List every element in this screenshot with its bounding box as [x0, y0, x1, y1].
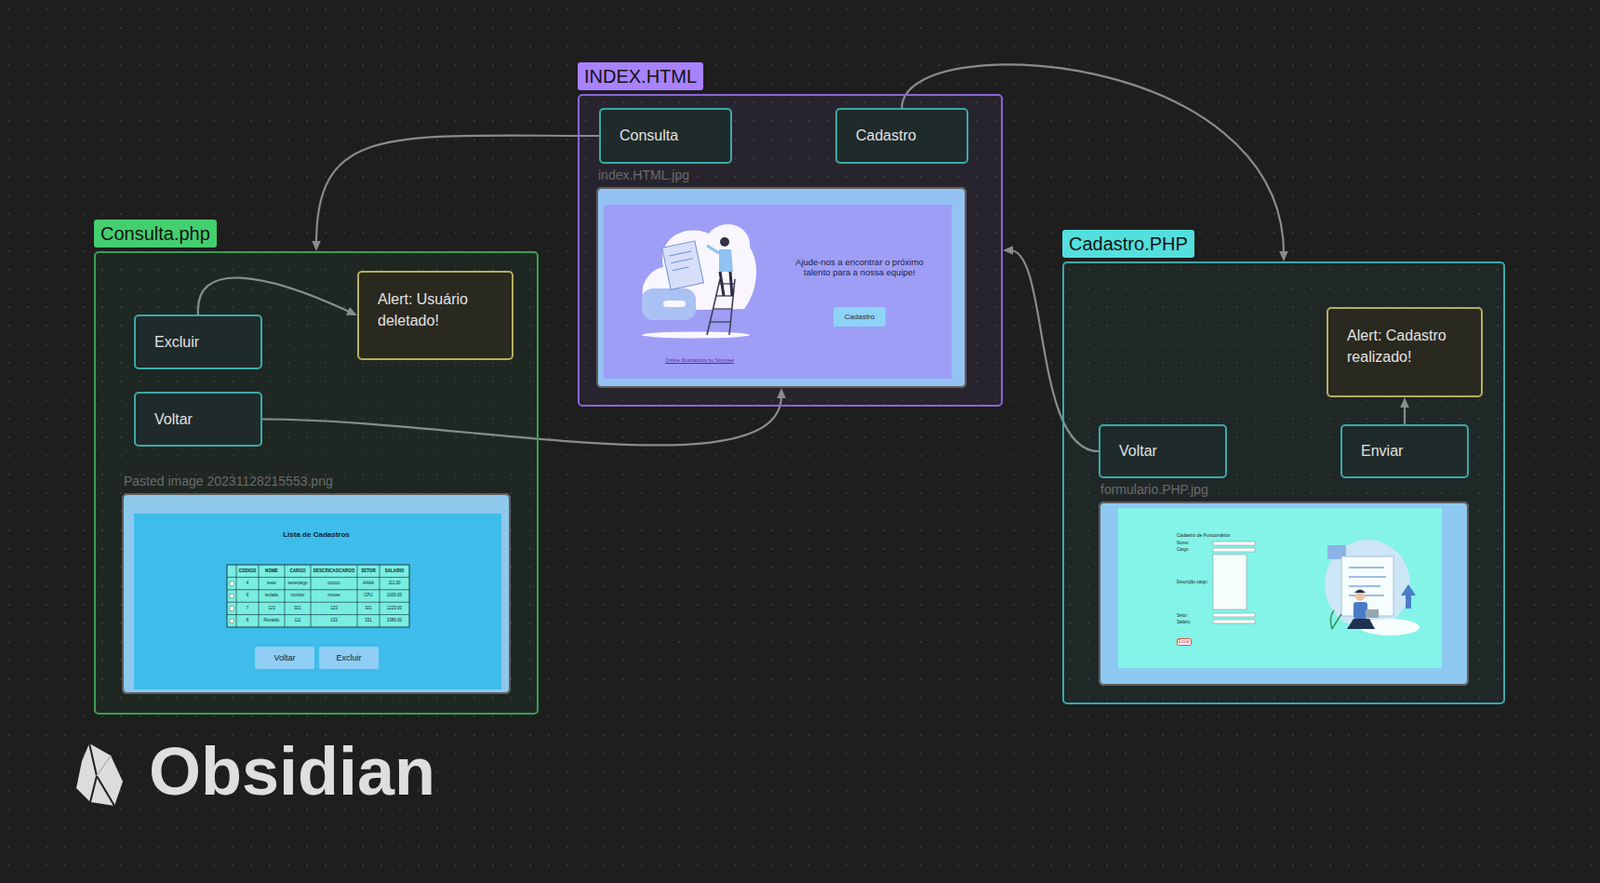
arrow-head [311, 240, 321, 252]
screenshot-text: Ajude-nos a encontrar o próximo talento … [785, 256, 934, 279]
screenshot-text: Salário: [1176, 619, 1191, 625]
table-cell: testecargo [284, 580, 311, 587]
screenshot-button-text: Voltar [254, 646, 315, 669]
screenshot-button-text: Cadastro [833, 306, 886, 327]
table-cell: 1223.00 [379, 605, 410, 612]
table-header: CARGO [284, 568, 311, 574]
button-node: Voltar [1098, 424, 1227, 479]
table-cell: 123 [310, 605, 358, 612]
screenshot-button-text: Enviar [1177, 639, 1191, 645]
button-node: Enviar [1340, 424, 1469, 479]
image-filename: formulario.PHP.jpg [1100, 481, 1209, 497]
table-header: DESCRICAOCARGO [310, 568, 358, 574]
screenshot-button: Excluir [319, 646, 379, 669]
screenshot-text: Cargo: [1176, 546, 1190, 552]
table-header: SALARIO [379, 568, 410, 574]
connector [311, 135, 600, 252]
alert-node: Alert: Usuário deletado! [357, 270, 514, 360]
button-label: Consulta [619, 109, 679, 162]
table-header: NOME [258, 568, 285, 574]
screenshot-text: Online illustrations by Storyset [665, 357, 734, 364]
image-filename: index.HTML.jpg [598, 167, 690, 183]
group-frame: Cadastro.PHPAlert: Cadastro realizado!Vo… [1062, 261, 1506, 705]
table-cell: teclado [258, 592, 285, 599]
table-cell: teste [258, 580, 285, 587]
button-label: Cadastro [855, 109, 917, 162]
screenshot-text: Lista de Cadastros [269, 530, 363, 540]
table-cell: 321 [284, 605, 311, 612]
table-cell: 1000.00 [379, 592, 410, 599]
group-heading: Cadastro.PHP [1062, 229, 1195, 258]
button-node: Cadastro [835, 107, 969, 164]
table-cell: Ronaldo [258, 617, 285, 624]
connector-line [316, 135, 600, 244]
image-node: Pasted image 20231128215553.pngLista de … [121, 493, 511, 694]
table-header: CODIGO [236, 568, 259, 574]
obsidian-logo-icon [76, 743, 123, 806]
table-cell: 321 [357, 605, 380, 612]
table-cell: 111.00 [379, 580, 410, 587]
button-label: Voltar [1119, 426, 1158, 477]
screenshot-text: Setor: [1176, 613, 1188, 618]
table-cell: CPU [357, 592, 380, 599]
group-heading: INDEX.HTML [577, 62, 704, 91]
screenshot-text: Cadastro de Funcionários [1176, 532, 1230, 538]
screenshot-text: Descrição cargo: [1176, 579, 1209, 585]
table-cell: 8 [236, 617, 259, 624]
table-header: SETOR [357, 568, 380, 574]
table-cell: cccccc [310, 580, 358, 587]
table-cell: 4 [236, 580, 259, 587]
table-cell: monitor [284, 592, 311, 599]
table-cell: 6 [236, 592, 259, 599]
alert-text: Alert: Usuário deletado! [377, 288, 494, 332]
table-cell: mouse [310, 592, 358, 599]
table-cell: 133 [310, 617, 358, 624]
table-cell: 7 [236, 605, 259, 612]
brand-wordmark: Obsidian [148, 737, 436, 805]
table-cell: 331 [357, 617, 380, 624]
button-node: Voltar [133, 391, 263, 447]
arrow-head [1002, 245, 1014, 255]
alert-node: Alert: Cadastro realizado! [1326, 306, 1483, 398]
image-node: formulario.PHP.jpgCadastro de Funcionári… [1098, 501, 1469, 686]
screenshot-button: Voltar [254, 646, 315, 669]
image-node: index.HTML.jpgAjude-nos a encontrar o pr… [596, 186, 967, 388]
table-cell: AAAA [357, 580, 380, 587]
screenshot-button-text: Excluir [319, 646, 379, 669]
screenshot-button: Enviar [1176, 638, 1192, 646]
table-cell: 3385.00 [379, 617, 410, 624]
button-label: Enviar [1360, 426, 1403, 477]
button-label: Excluir [154, 316, 200, 368]
group-frame: Consulta.phpExcluirAlert: Usuário deleta… [93, 251, 539, 715]
screenshot-button: Cadastro [833, 306, 886, 327]
button-node: Consulta [599, 107, 733, 164]
group-heading: Consulta.php [93, 219, 217, 248]
button-node: Excluir [133, 314, 263, 370]
group-frame: INDEX.HTMLConsultaCadastroindex.HTML.jpg… [577, 93, 1003, 407]
table-cell: 123 [258, 605, 285, 612]
table-cell: 111 [284, 617, 311, 624]
image-filename: Pasted image 20231128215553.png [123, 473, 334, 489]
alert-text: Alert: Cadastro realizado! [1346, 324, 1463, 368]
button-label: Voltar [154, 393, 193, 445]
arrow-head [1279, 251, 1289, 262]
screenshot-text: Nome: [1176, 540, 1189, 546]
